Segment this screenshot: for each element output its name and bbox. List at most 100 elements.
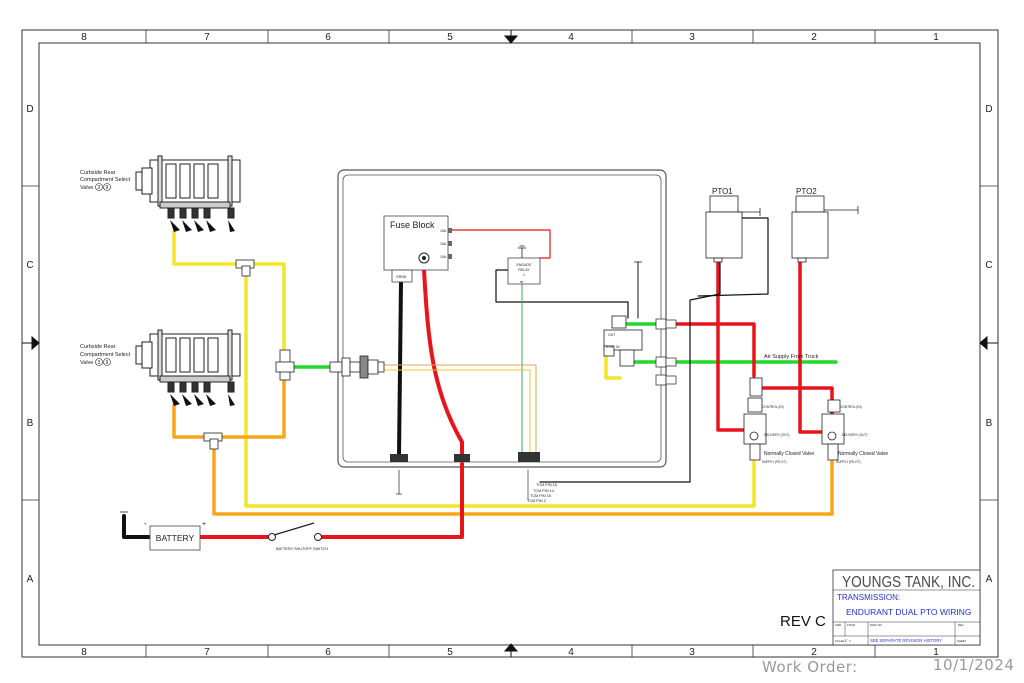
control-in-label: CONTROL (IN)	[840, 405, 862, 409]
tcm-pin-labels: TCM PIN 16 TCM PIN 14 TCM PIN 15 TCM PIN…	[527, 483, 557, 503]
nc-valve-label: Normally Closed Valve	[764, 451, 814, 457]
valve-ref: 3	[98, 360, 101, 366]
col-label-bottom: 7	[204, 647, 210, 658]
battery-minus: -	[144, 519, 147, 528]
select-valve-bottom-label: Curbside Rear Compartment Select Valve 3…	[80, 344, 131, 366]
valve-label-line: Curbside Rear	[80, 344, 116, 350]
battery-plus: +	[202, 521, 206, 528]
pto-1	[705, 195, 761, 263]
scale-label: SCALE	[835, 639, 844, 643]
relay-control-wire	[495, 269, 629, 319]
pto-signal-wire	[697, 293, 769, 297]
valve-ref: 3	[98, 185, 101, 191]
grommets	[390, 452, 540, 462]
tcm-pin: TCM PIN 14	[533, 489, 554, 493]
pto-signal-wire	[737, 217, 769, 295]
pto1-label: PTO1	[712, 187, 733, 196]
solenoid-port: EXH	[606, 345, 614, 349]
bulkhead-connector	[329, 355, 385, 379]
dwg-label: DWG NO	[870, 623, 883, 627]
col-label-bottom: 5	[447, 647, 453, 658]
supply-pilot-label: SUPPLY (PILOT)	[836, 460, 861, 464]
relay-label: ENGAGE	[517, 263, 533, 267]
engage-relay: ENGAGE RELAY 1 86	[507, 245, 642, 285]
col-label-top: 5	[447, 32, 453, 43]
col-label-top: 7	[204, 32, 210, 43]
valve-label-line: Compartment Select	[80, 352, 131, 358]
scale-value: 1" =	[844, 638, 852, 643]
company-name: YOUNGS TANK, INC.	[842, 574, 975, 591]
select-valve-top	[135, 155, 241, 232]
tcm-wire	[383, 369, 531, 457]
relay-feed-wire	[451, 229, 551, 259]
delivery-out-label: DELIVERY (OUT)	[764, 433, 789, 437]
control-in-label: CONTROL (IN)	[762, 405, 784, 409]
electrical-wires	[122, 217, 769, 539]
select-valve-top-label: Curbside Rear Compartment Select Valve 3…	[80, 170, 131, 191]
battery-shutoff-switch: BATTERY SHUTOFF SWITCH	[268, 522, 328, 551]
tcm-wire	[383, 364, 537, 457]
ref-circle	[103, 358, 111, 366]
sheet-label: SHEET	[957, 639, 967, 643]
rev-label-small: REV	[958, 623, 964, 627]
center-markers	[22, 30, 998, 657]
switch-label: BATTERY SHUTOFF SWITCH	[276, 547, 328, 551]
col-label-top: 4	[568, 32, 574, 43]
supply-pilot-label: SUPPLY (PILOT)	[762, 460, 787, 464]
solenoid-port: IN	[616, 345, 620, 349]
push-fittings	[655, 318, 677, 386]
fuse-rating: 15A	[440, 229, 447, 233]
nc-valve-1	[743, 377, 767, 461]
title-block: YOUNGS TANK, INC. TRANSMISSION: ENDURANT…	[832, 569, 981, 646]
red-air-line	[760, 386, 834, 422]
pto2-label: PTO2	[796, 187, 817, 196]
ground-symbol	[396, 470, 402, 495]
enclosure-box	[337, 169, 667, 468]
col-label-top: 8	[81, 32, 87, 43]
yellow-air-line	[244, 264, 756, 508]
battery-label: BATTERY	[156, 533, 195, 543]
row-label-right: B	[986, 418, 993, 429]
air-supply-label: Air Supply From Truck	[764, 354, 819, 360]
row-label-left: C	[26, 260, 33, 271]
valve-ref: 9	[106, 185, 109, 191]
fuse-rating: 10A	[440, 255, 447, 259]
battery: BATTERY - +	[120, 511, 206, 551]
red-air-line	[716, 258, 750, 432]
solenoid-port: OUT	[608, 333, 616, 337]
pto-signal-wire	[539, 259, 721, 483]
drawing-category: TRANSMISSION:	[837, 593, 900, 602]
valve-label-line: Compartment Select	[80, 177, 131, 183]
tcm-pin: TCM PIN 15	[530, 494, 551, 498]
yellow-air-line	[172, 230, 286, 357]
black-ground-wire	[397, 280, 403, 457]
tcm-pin: TCM PIN 16	[536, 483, 557, 487]
tcm-pin: TCM PIN 2	[527, 499, 546, 503]
footer-date: 10/1/2024	[933, 656, 1015, 674]
pto-2	[791, 195, 859, 263]
row-label-right: C	[985, 260, 992, 271]
row-label-left: A	[27, 574, 34, 585]
row-label-right: D	[985, 104, 992, 115]
black-battery-ground	[122, 514, 152, 539]
orange-air-line	[172, 373, 286, 439]
select-valve-bottom	[135, 329, 241, 406]
nc-valve-2	[821, 399, 845, 461]
nc-valve-label: Normally Closed Valve	[838, 451, 888, 457]
row-label-right: A	[986, 574, 993, 585]
col-label-bottom: 2	[811, 647, 817, 658]
air-lines	[172, 230, 838, 516]
relay-label: 1	[523, 273, 525, 277]
grnd-label: GRND	[396, 275, 407, 279]
col-label-top: 6	[325, 32, 331, 43]
nc-valve-2-labels: CONTROL (IN) DELIVERY (OUT) Normally Clo…	[836, 405, 888, 464]
col-label-top: 3	[689, 32, 695, 43]
valve-label-line: Valve	[80, 185, 93, 191]
ref-circle	[95, 183, 103, 191]
row-label-left: B	[27, 418, 34, 429]
red-air-line	[798, 258, 828, 434]
nc-valve-1-labels: CONTROL (IN) DELIVERY (OUT) Normally Clo…	[762, 405, 814, 464]
col-label-bottom: 8	[81, 647, 87, 658]
yellow-air-line	[604, 353, 622, 380]
